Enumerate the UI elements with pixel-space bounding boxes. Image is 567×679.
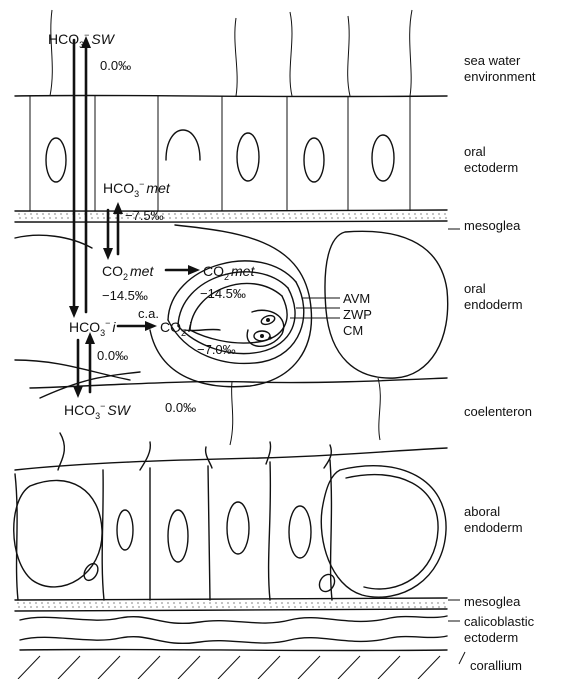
- label-corallium: corallium: [470, 658, 522, 673]
- label-enzyme: c.a.: [138, 306, 159, 321]
- label-mesoglea-bottom: mesoglea: [464, 594, 521, 609]
- value-co2-i: −7.0‰: [197, 342, 236, 357]
- label-sea-water-2: environment: [464, 69, 536, 84]
- label-avm: AVM: [343, 291, 370, 306]
- oral-endoderm-layer: [15, 225, 448, 398]
- label-oral-endoderm-2: endoderm: [464, 297, 523, 312]
- label-aboral-endoderm-2: endoderm: [464, 520, 523, 535]
- label-aboral-endoderm: aboral: [464, 504, 500, 519]
- label-coelenteron: coelenteron: [464, 404, 532, 419]
- species-hco3-sw-bottom: HCO3−SW: [64, 401, 132, 421]
- label-sea-water: sea water: [464, 53, 521, 68]
- value-hco3-i: 0.0‰: [97, 348, 128, 363]
- membrane-leaders: [290, 298, 340, 318]
- label-oral-endoderm: oral: [464, 281, 486, 296]
- upper-mesoglea: [15, 213, 447, 222]
- value-co2-met-left: −14.5‰: [102, 288, 148, 303]
- label-oral-ectoderm-2: ectoderm: [464, 160, 518, 175]
- layer-labels: sea water environment oral ectoderm meso…: [448, 53, 536, 673]
- label-calicoblastic-2: ectoderm: [464, 630, 518, 645]
- mesoglea-stipple-lower: [17, 602, 445, 607]
- value-co2-met-right: −14.5‰: [200, 286, 246, 301]
- membrane-labels: AVM ZWP CM: [343, 291, 372, 338]
- label-zwp: ZWP: [343, 307, 372, 322]
- value-sw-top: 0.0‰: [100, 58, 131, 73]
- species-hco3-met: HCO3−met: [103, 179, 171, 199]
- label-oral-ectoderm: oral: [464, 144, 486, 159]
- label-cm: CM: [343, 323, 363, 338]
- species-hco3-i: HCO3−i: [69, 318, 116, 338]
- mesoglea-stipple: [18, 213, 446, 218]
- value-hco3-met: −7.5‰: [125, 208, 164, 223]
- label-calicoblastic: calicoblastic: [464, 614, 535, 629]
- calicoblastic-layer: [20, 616, 447, 651]
- value-sw-bottom: 0.0‰: [165, 400, 196, 415]
- label-mesoglea-top: mesoglea: [464, 218, 521, 233]
- corallium-hatching: [18, 656, 440, 679]
- species-hco3-sw-top: HCO3−SW: [48, 30, 116, 50]
